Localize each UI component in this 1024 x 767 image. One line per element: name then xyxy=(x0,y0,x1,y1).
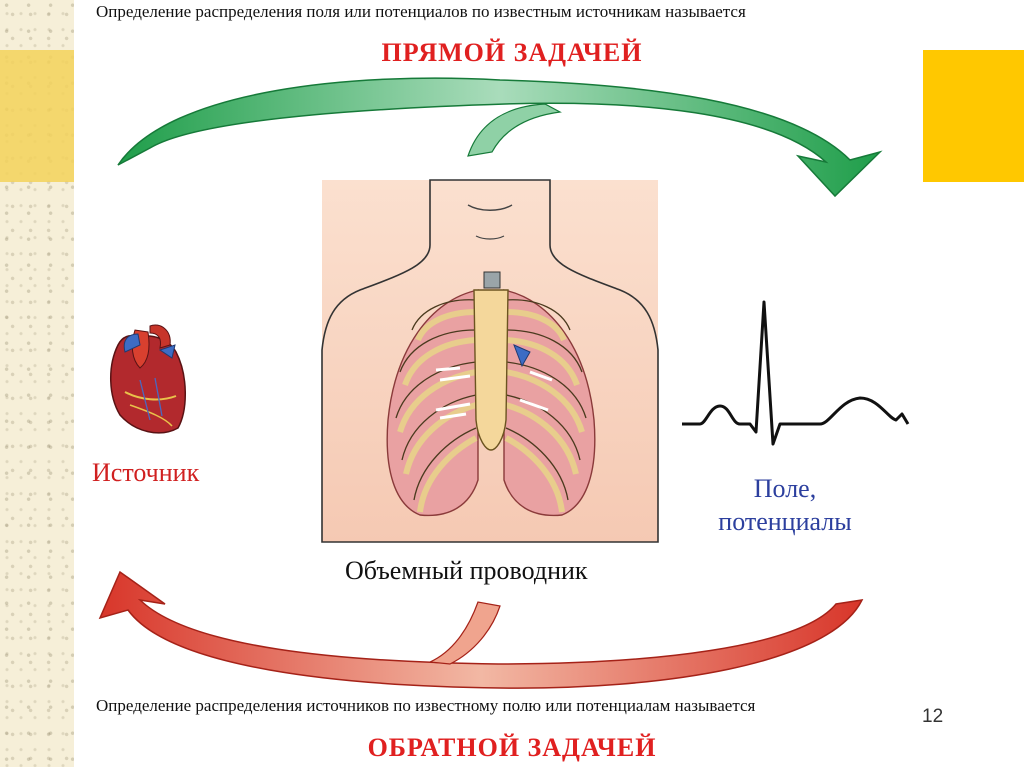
direct-problem-title: ПРЯМОЙ ЗАДАЧЕЙ xyxy=(381,38,643,67)
source-label: Источник xyxy=(92,458,200,487)
inverse-problem-definition: Определение распределения источников по … xyxy=(96,696,756,715)
page-number: 12 xyxy=(922,706,944,727)
ecg-waveform-icon xyxy=(682,300,910,446)
decorative-left-gold-block xyxy=(0,50,74,182)
torso-chest-icon xyxy=(321,179,659,543)
decorative-right-gold-block xyxy=(923,50,1024,182)
field-label-line2: потенциалы xyxy=(718,507,852,536)
field-label: Поле, потенциалы xyxy=(700,472,870,538)
inverse-problem-title: ОБРАТНОЙ ЗАДАЧЕЙ xyxy=(367,733,657,762)
heart-icon xyxy=(110,324,186,434)
direct-problem-arrow xyxy=(117,77,883,198)
volume-conductor-label: Объемный проводник xyxy=(345,556,588,585)
direct-problem-definition: Определение распределения поля или потен… xyxy=(96,2,746,21)
inverse-problem-arrow xyxy=(98,570,864,689)
field-label-line1: Поле, xyxy=(753,474,817,503)
